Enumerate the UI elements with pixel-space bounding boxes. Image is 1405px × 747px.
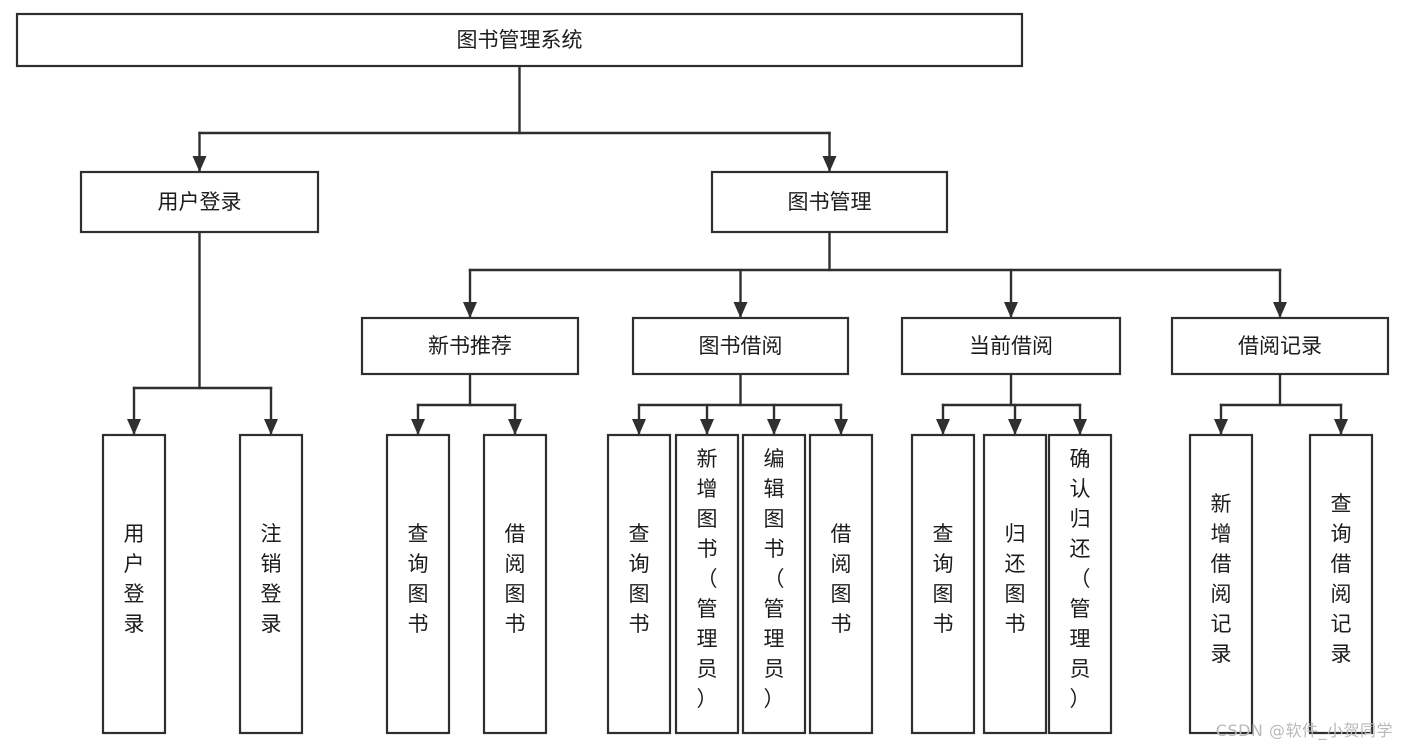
arrow-head-icon: [411, 419, 425, 435]
node-label: 归还图书: [1005, 522, 1026, 636]
arrow-head-icon: [463, 302, 477, 318]
node-box: [482, 433, 548, 735]
arrow-head-icon: [733, 302, 748, 318]
arrow-head-icon: [632, 419, 646, 435]
node-l1-1[interactable]: 图书管理: [710, 170, 949, 234]
node-leaf-7[interactable]: 借阅图书: [808, 433, 874, 735]
arrow-head-icon: [127, 419, 141, 435]
node-leaf-4[interactable]: 查询图书: [606, 433, 672, 735]
arrow-head-icon: [822, 156, 837, 172]
arrow-head-icon: [936, 419, 950, 435]
node-leaf-1[interactable]: 注销登录: [238, 433, 304, 735]
arrow-head-icon: [264, 419, 278, 435]
node-label: 查询借阅记录: [1331, 492, 1352, 666]
node-leaf-5[interactable]: 新增图书（管理员）: [674, 433, 740, 735]
node-label: 查询图书: [933, 522, 954, 636]
node-label: 借阅图书: [505, 522, 526, 636]
node-label: 用户登录: [158, 190, 242, 214]
node-label: 新书推荐: [428, 334, 512, 358]
node-box: [79, 170, 320, 234]
node-box: [982, 433, 1048, 735]
arrow-head-icon: [1008, 419, 1022, 435]
node-box: [1188, 433, 1254, 735]
node-leaf-0[interactable]: 用户登录: [101, 433, 167, 735]
node-leaf-6[interactable]: 编辑图书（管理员）: [741, 433, 807, 735]
arrow-head-icon: [834, 419, 848, 435]
node-leaf-8[interactable]: 查询图书: [910, 433, 976, 735]
node-box: [1170, 316, 1390, 376]
node-box: [741, 433, 807, 735]
connectors-layer: [127, 64, 1348, 437]
node-box: [910, 433, 976, 735]
node-leaf-11[interactable]: 新增借阅记录: [1188, 433, 1254, 735]
node-l1-0[interactable]: 用户登录: [79, 170, 320, 234]
node-label: 新增图书（管理员）: [697, 447, 718, 711]
node-leaf-12[interactable]: 查询借阅记录: [1308, 433, 1374, 735]
node-l2-0[interactable]: 新书推荐: [360, 316, 580, 376]
node-l2-3[interactable]: 借阅记录: [1170, 316, 1390, 376]
node-label: 查询图书: [408, 522, 429, 636]
node-leaf-9[interactable]: 归还图书: [982, 433, 1048, 735]
arrow-head-icon: [1073, 419, 1087, 435]
arrow-head-icon: [1334, 419, 1348, 435]
node-label: 图书借阅: [699, 334, 783, 358]
node-box: [1047, 433, 1113, 735]
node-label: 图书管理: [788, 190, 872, 214]
node-l2-2[interactable]: 当前借阅: [900, 316, 1122, 376]
arrow-head-icon: [192, 156, 207, 172]
node-root-0[interactable]: 图书管理系统: [15, 12, 1024, 68]
arrow-head-icon: [508, 419, 522, 435]
node-label: 借阅记录: [1238, 334, 1322, 358]
arrow-head-icon: [1004, 302, 1018, 318]
node-box: [238, 433, 304, 735]
arrow-head-icon: [1214, 419, 1228, 435]
node-l2-1[interactable]: 图书借阅: [631, 316, 850, 376]
node-box: [360, 316, 580, 376]
node-box: [15, 12, 1024, 68]
node-leaf-3[interactable]: 借阅图书: [482, 433, 548, 735]
node-box: [808, 433, 874, 735]
arrow-head-icon: [700, 419, 714, 435]
nodes-layer: 图书管理系统用户登录图书管理新书推荐图书借阅当前借阅借阅记录用户登录注销登录查询…: [15, 12, 1390, 735]
node-label: 图书管理系统: [457, 28, 583, 52]
node-label: 当前借阅: [969, 334, 1053, 358]
node-box: [710, 170, 949, 234]
node-label: 用户登录: [124, 522, 145, 636]
node-label: 查询图书: [629, 522, 650, 636]
node-label: 确认归还（管理员）: [1070, 447, 1091, 711]
node-box: [606, 433, 672, 735]
node-box: [101, 433, 167, 735]
node-label: 借阅图书: [831, 522, 852, 636]
node-box: [1308, 433, 1374, 735]
node-label: 注销登录: [261, 522, 282, 636]
arrow-head-icon: [767, 419, 781, 435]
arrow-head-icon: [1273, 302, 1287, 318]
node-label: 编辑图书（管理员）: [764, 447, 785, 711]
node-box: [385, 433, 451, 735]
node-box: [900, 316, 1122, 376]
node-label: 新增借阅记录: [1211, 492, 1232, 666]
node-leaf-2[interactable]: 查询图书: [385, 433, 451, 735]
node-box: [674, 433, 740, 735]
node-box: [631, 316, 850, 376]
csdn-watermark: CSDN @软件_小贺同学: [1215, 721, 1393, 740]
node-leaf-10[interactable]: 确认归还（管理员）: [1047, 433, 1113, 735]
